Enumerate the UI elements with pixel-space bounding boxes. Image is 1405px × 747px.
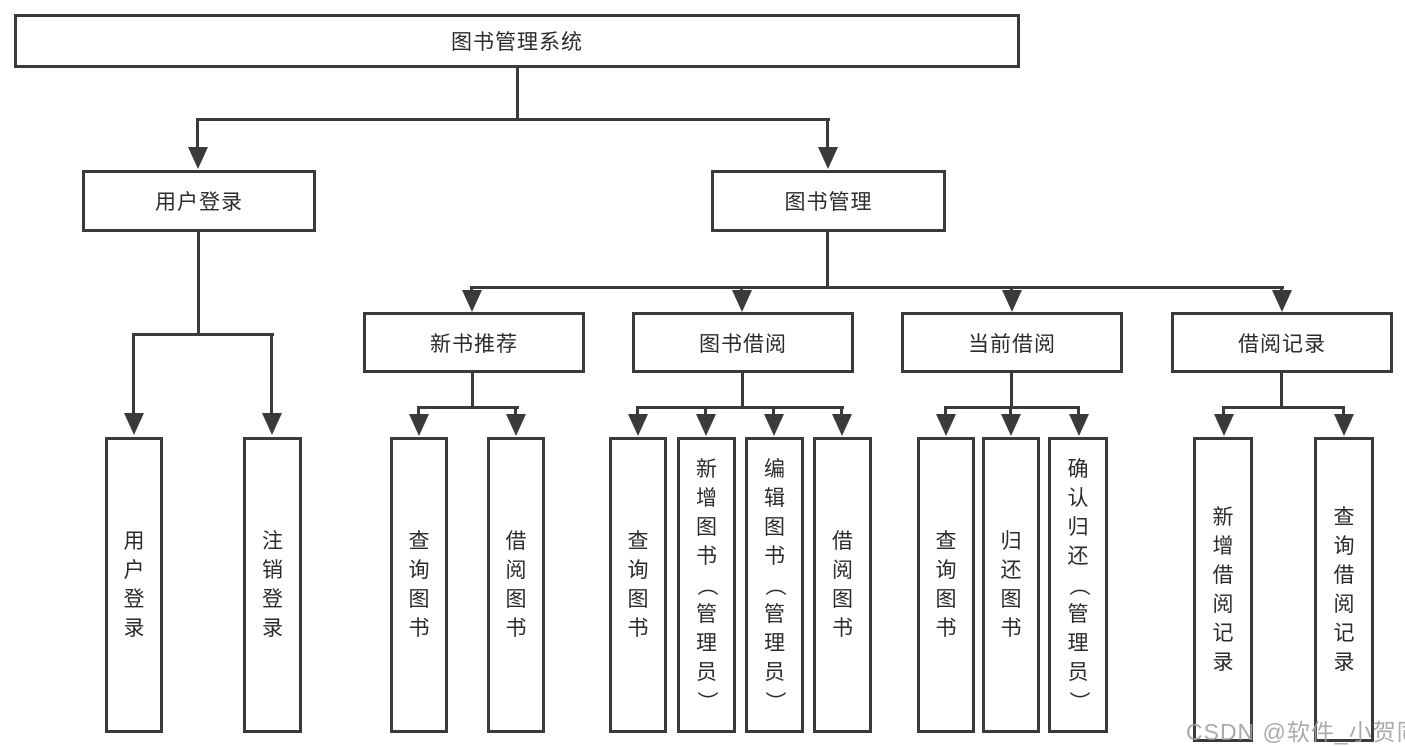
connector-line bbox=[1010, 370, 1013, 409]
connector-line bbox=[636, 406, 844, 409]
arrowhead-icon bbox=[1002, 290, 1022, 312]
connector-line bbox=[196, 118, 830, 121]
connector-line bbox=[741, 370, 744, 409]
connector-line bbox=[944, 406, 1080, 409]
arrowhead-icon bbox=[124, 413, 144, 435]
leaf-br-add-record: 新增借阅记录 bbox=[1193, 437, 1253, 742]
connector-line bbox=[1342, 406, 1345, 416]
node-user-login: 用户登录 bbox=[82, 170, 316, 232]
connector-line bbox=[704, 406, 707, 416]
watermark: CSDN @软件_小贺同学 bbox=[1186, 719, 1405, 745]
arrowhead-icon bbox=[409, 414, 429, 436]
node-book-management: 图书管理 bbox=[711, 170, 946, 232]
connector-line bbox=[826, 229, 829, 289]
connector-line bbox=[840, 406, 843, 416]
node-library-system: 图书管理系统 bbox=[14, 14, 1020, 68]
arrowhead-icon bbox=[696, 414, 716, 436]
connector-line bbox=[417, 406, 420, 416]
leaf-cb-confirm-return-admin: 确认归还（管理员） bbox=[1048, 437, 1108, 733]
connector-line bbox=[471, 370, 474, 409]
connector-line bbox=[516, 66, 519, 121]
arrowhead-icon bbox=[818, 147, 838, 169]
connector-line bbox=[1222, 406, 1345, 409]
connector-line bbox=[944, 406, 947, 416]
arrowhead-icon bbox=[1334, 414, 1354, 436]
leaf-bb-query-books: 查询图书 bbox=[609, 437, 667, 733]
connector-line bbox=[1280, 370, 1283, 409]
leaf-bb-edit-books-admin: 编辑图书（管理员） bbox=[745, 437, 804, 733]
connector-line bbox=[196, 118, 199, 150]
connector-line bbox=[1009, 406, 1012, 416]
leaf-br-query-record: 查询借阅记录 bbox=[1314, 437, 1374, 742]
leaf-nb-query-books: 查询图书 bbox=[390, 437, 448, 733]
arrowhead-icon bbox=[1214, 414, 1234, 436]
node-borrowing-records: 借阅记录 bbox=[1171, 312, 1393, 373]
arrowhead-icon bbox=[936, 414, 956, 436]
arrowhead-icon bbox=[628, 414, 648, 436]
leaf-cb-query-books: 查询图书 bbox=[917, 437, 975, 733]
node-new-book-recommend: 新书推荐 bbox=[363, 312, 585, 373]
leaf-bb-add-books-admin: 新增图书（管理员） bbox=[677, 437, 736, 733]
connector-line bbox=[636, 406, 639, 416]
arrowhead-icon bbox=[832, 414, 852, 436]
arrowhead-icon bbox=[462, 290, 482, 312]
connector-line bbox=[132, 333, 135, 415]
connector-line bbox=[417, 406, 519, 409]
connector-line bbox=[826, 118, 829, 150]
connector-line bbox=[1222, 406, 1225, 416]
leaf-cb-return-books: 归还图书 bbox=[982, 437, 1040, 733]
connector-line bbox=[270, 333, 273, 415]
connector-line bbox=[197, 229, 200, 336]
arrowhead-icon bbox=[732, 290, 752, 312]
arrowhead-icon bbox=[262, 413, 282, 435]
connector-line bbox=[132, 333, 274, 336]
arrowhead-icon bbox=[1001, 414, 1021, 436]
leaf-user-login: 用户登录 bbox=[105, 437, 163, 733]
arrowhead-icon bbox=[188, 147, 208, 169]
node-book-borrowing: 图书借阅 bbox=[632, 312, 854, 373]
arrowhead-icon bbox=[1069, 414, 1089, 436]
arrowhead-icon bbox=[1272, 290, 1292, 312]
arrowhead-icon bbox=[764, 414, 784, 436]
leaf-bb-borrow-books: 借阅图书 bbox=[813, 437, 872, 733]
leaf-nb-borrow-books: 借阅图书 bbox=[487, 437, 545, 733]
connector-line bbox=[772, 406, 775, 416]
node-current-borrowing: 当前借阅 bbox=[901, 312, 1123, 373]
arrowhead-icon bbox=[506, 414, 526, 436]
leaf-logout: 注销登录 bbox=[243, 437, 302, 733]
connector-line bbox=[514, 406, 517, 416]
connector-line bbox=[1077, 406, 1080, 416]
connector-line bbox=[470, 286, 1284, 289]
